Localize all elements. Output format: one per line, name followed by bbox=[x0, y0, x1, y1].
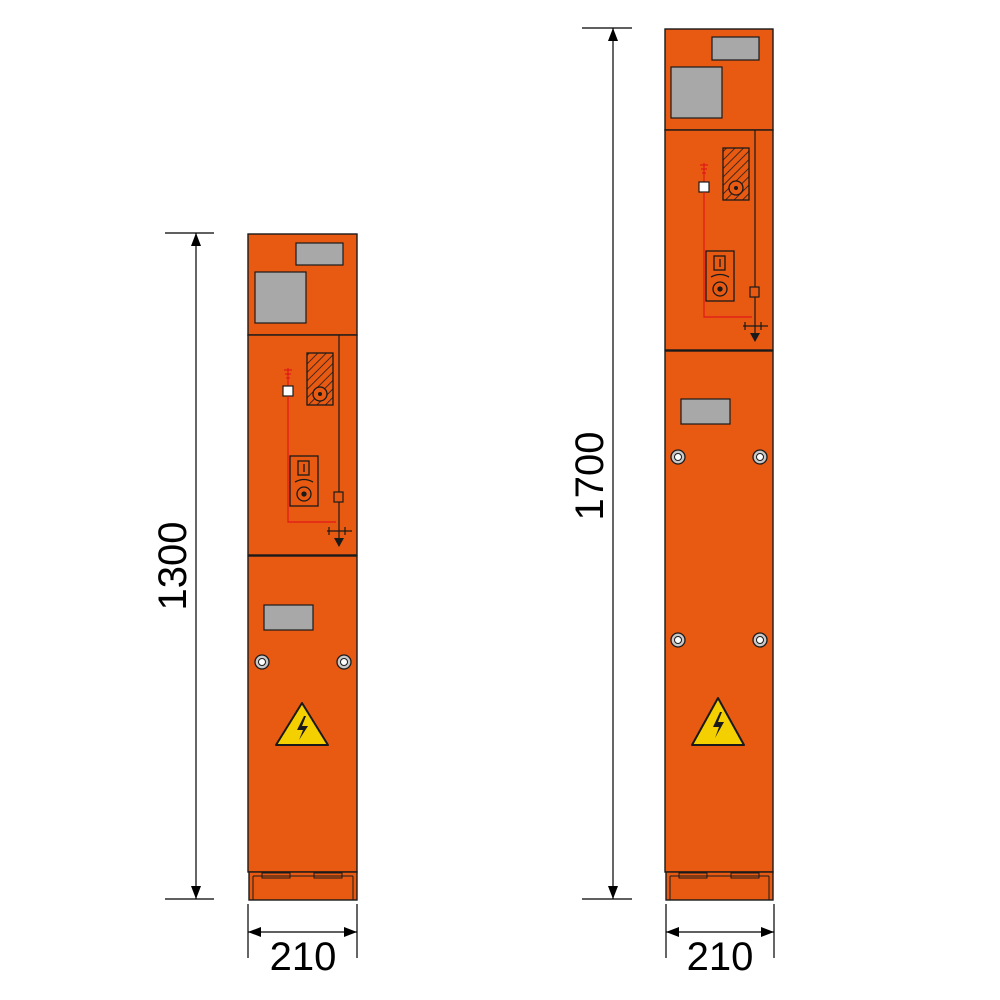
height-dimension-large bbox=[582, 27, 632, 900]
high-voltage-warning-icon bbox=[275, 702, 329, 746]
label-window-small bbox=[295, 242, 344, 266]
wiring-large bbox=[698, 130, 768, 342]
door-label-window-large bbox=[680, 398, 731, 425]
width-dimension-small bbox=[247, 904, 358, 958]
fuse-switch-icon bbox=[306, 352, 334, 406]
hex-bolt-icon bbox=[254, 654, 270, 670]
height-label-large: 1700 bbox=[568, 432, 612, 521]
height-label-small: 1300 bbox=[151, 522, 195, 611]
hex-bolt-icon bbox=[752, 449, 768, 465]
meter-window-large bbox=[670, 66, 723, 119]
width-dimension-large bbox=[665, 904, 775, 958]
high-voltage-warning-icon bbox=[691, 697, 745, 746]
width-label-large: 210 bbox=[687, 935, 754, 979]
hex-bolt-icon bbox=[670, 632, 686, 648]
label-window-large bbox=[711, 36, 760, 61]
hex-bolt-icon bbox=[336, 654, 352, 670]
width-label-small: 210 bbox=[270, 935, 337, 979]
hex-bolt-icon bbox=[670, 449, 686, 465]
door-label-window-small bbox=[263, 604, 314, 631]
cabinet-small: 1300 210 bbox=[151, 232, 358, 979]
height-dimension-small bbox=[165, 232, 214, 900]
plinth-small bbox=[248, 871, 358, 901]
fuse-switch-icon bbox=[722, 147, 750, 201]
cabinet-large: 1700 210 bbox=[568, 27, 775, 979]
meter-window-small bbox=[254, 271, 307, 324]
lower-door-large bbox=[664, 350, 774, 873]
meter-module-icon bbox=[705, 250, 735, 302]
meter-module-icon bbox=[289, 455, 319, 507]
wiring-small bbox=[282, 335, 352, 547]
plinth-large bbox=[665, 871, 774, 901]
hex-bolt-icon bbox=[752, 632, 768, 648]
